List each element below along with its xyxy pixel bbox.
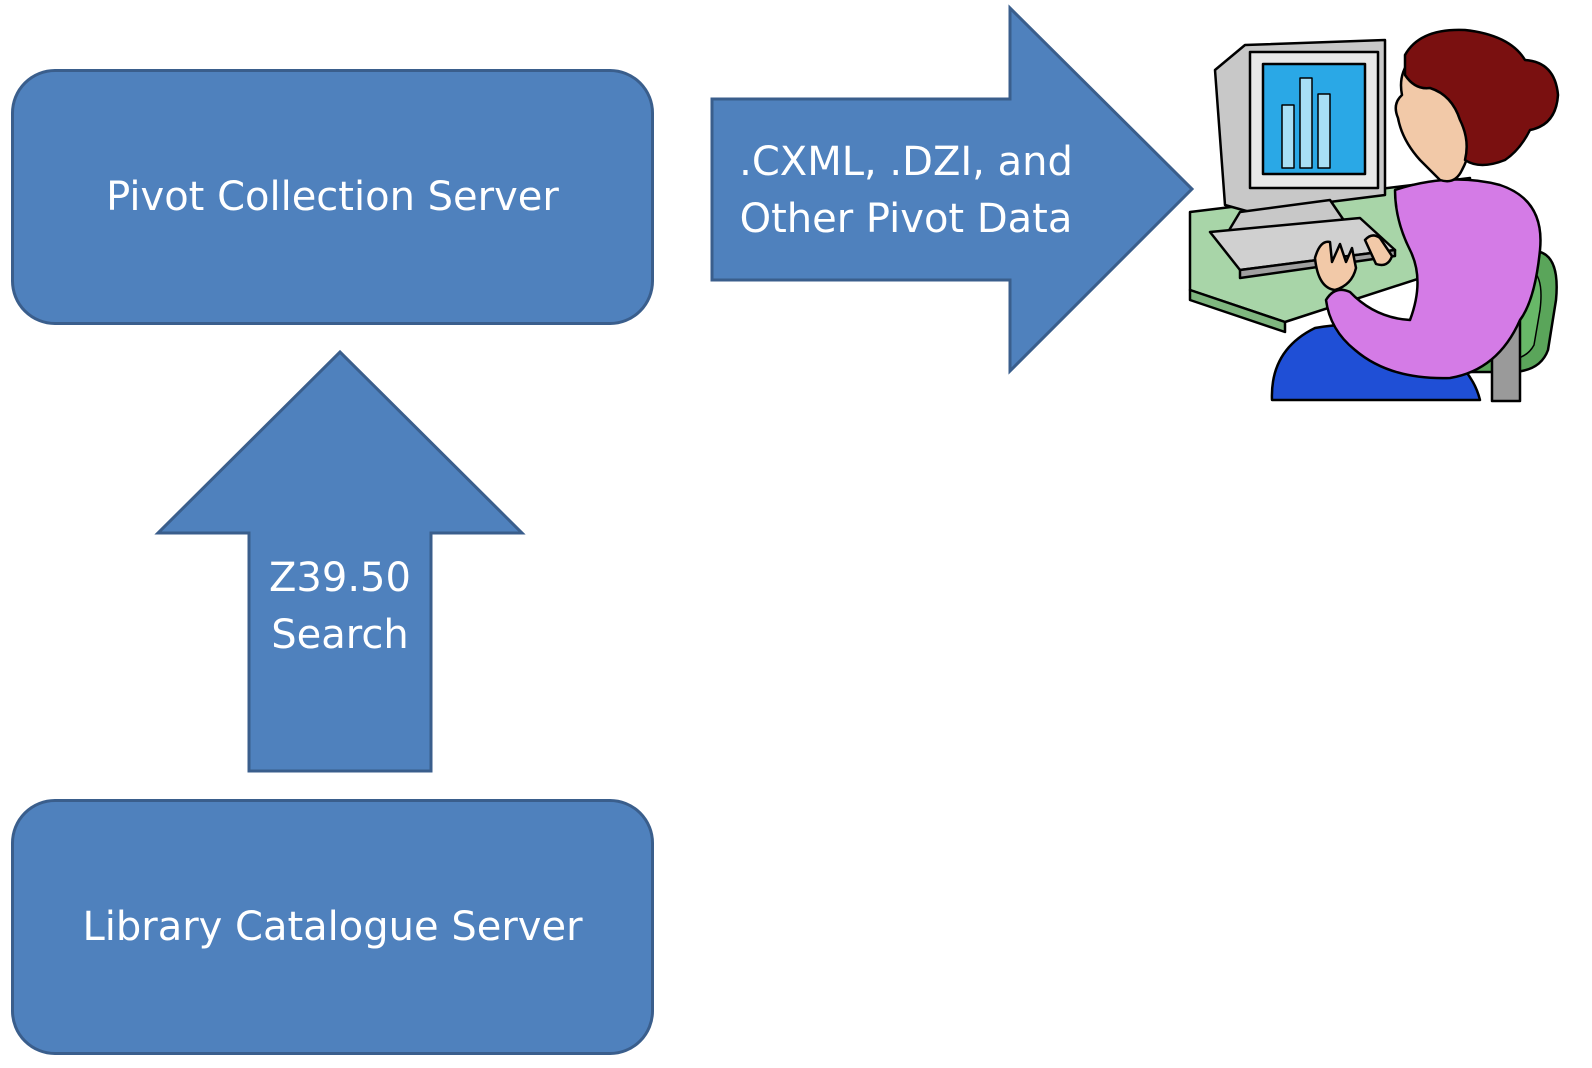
data-flow-arrow	[710, 4, 1195, 375]
data-flow-label-line-1: .CXML, .DZI, and	[739, 139, 1073, 185]
library-catalogue-server-label: Library Catalogue Server	[82, 904, 583, 950]
search-flow-label-line-2: Search	[271, 612, 409, 658]
data-flow-arrow-label: .CXML, .DZI, and Other Pivot Data	[712, 134, 1100, 248]
library-catalogue-server-node: Library Catalogue Server	[11, 799, 654, 1055]
pivot-collection-server-label: Pivot Collection Server	[106, 174, 559, 220]
search-flow-arrow	[154, 349, 526, 773]
search-flow-label-line-1: Z39.50	[269, 555, 411, 601]
user-at-computer-icon	[1188, 28, 1560, 403]
search-flow-arrow-label: Z39.50 Search	[249, 550, 431, 664]
pivot-collection-server-node: Pivot Collection Server	[11, 69, 654, 325]
data-flow-label-line-2: Other Pivot Data	[739, 196, 1073, 242]
